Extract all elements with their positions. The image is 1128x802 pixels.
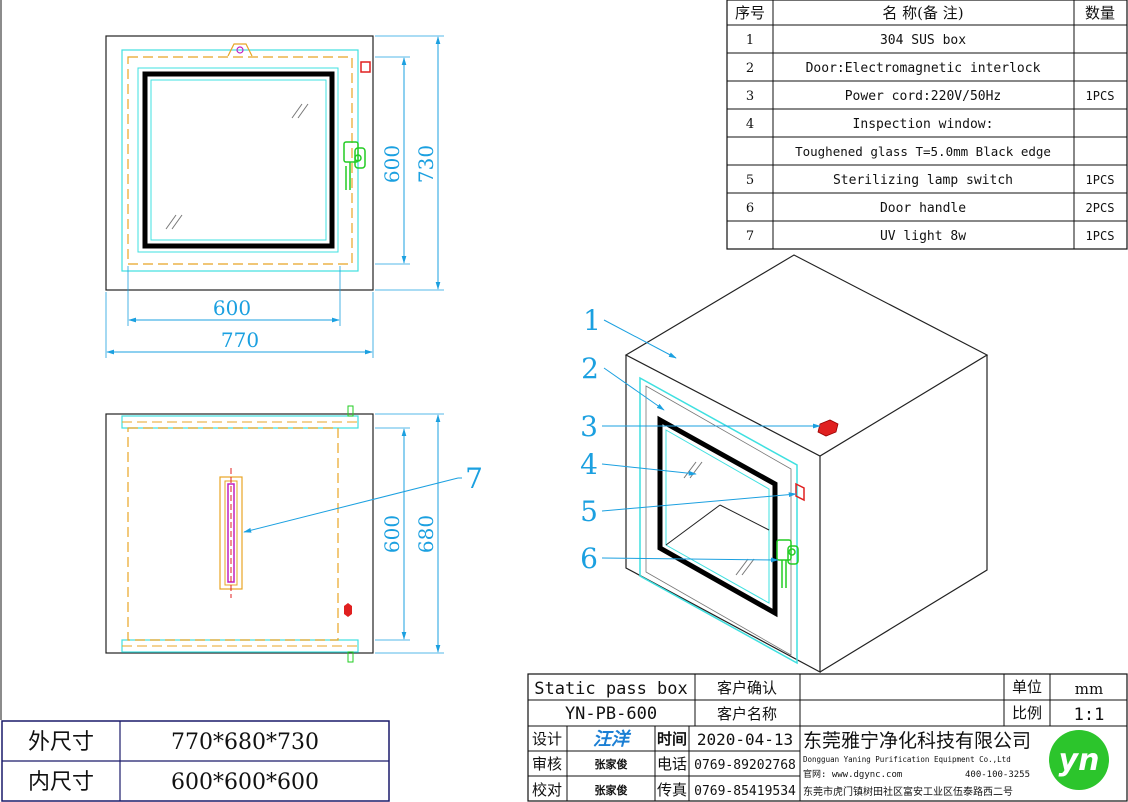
dim-front-outer-width: 770 bbox=[221, 328, 259, 352]
table-row-name: Toughened glass T=5.0mm Black edge bbox=[795, 144, 1051, 159]
outer-size-value: 770*680*730 bbox=[171, 730, 319, 755]
table-row-no: 1 bbox=[746, 33, 754, 48]
callout-7: 7 bbox=[465, 462, 483, 495]
fax-value: 0769-85419534 bbox=[694, 784, 796, 799]
front-view: 600 730 600 770 bbox=[105, 35, 444, 358]
review-signature: 张家俊 bbox=[595, 757, 628, 771]
company-name-cn: 东莞雅宁净化科技有限公司 bbox=[803, 730, 1031, 752]
title-block: Static pass box YN-PB-600 客户确认 客户名称 单位 m… bbox=[527, 673, 1128, 802]
isometric-view: 1 2 3 4 5 6 bbox=[580, 254, 989, 674]
callout-1: 1 bbox=[583, 304, 601, 337]
phone-value: 0769-89202768 bbox=[694, 758, 796, 773]
table-row-no: 3 bbox=[746, 89, 754, 104]
table-row-no: 2 bbox=[746, 61, 754, 76]
top-view: 600 680 7 bbox=[105, 405, 483, 663]
design-signature: 汪洋 bbox=[593, 729, 632, 750]
table-row-no: 6 bbox=[746, 201, 754, 216]
callout-4: 4 bbox=[580, 448, 598, 481]
uv-lamp-top bbox=[219, 468, 243, 598]
dim-front-inner-height: 600 bbox=[380, 145, 404, 183]
table-row-name: Power cord:220V/50Hz bbox=[845, 89, 1002, 104]
inner-size-label: 内尺寸 bbox=[28, 770, 94, 795]
table-row-qty: 1PCS bbox=[1086, 229, 1115, 243]
table-row-qty: 2PCS bbox=[1086, 201, 1115, 215]
switch-marker-iso bbox=[795, 482, 805, 502]
unit-label: 单位 bbox=[1012, 678, 1042, 696]
check-label: 校对 bbox=[532, 781, 562, 799]
inner-size-value: 600*600*600 bbox=[171, 770, 319, 795]
callout-3: 3 bbox=[580, 410, 598, 443]
size-table: 外尺寸 770*680*730 内尺寸 600*600*600 bbox=[1, 720, 390, 802]
table-row-name: Door handle bbox=[880, 201, 966, 216]
table-row-qty: 1PCS bbox=[1086, 173, 1115, 187]
dim-front-outer-height: 730 bbox=[414, 145, 438, 183]
design-label: 设计 bbox=[532, 730, 562, 748]
callout-6: 6 bbox=[580, 542, 598, 575]
table-row-name: Door:Electromagnetic interlock bbox=[806, 61, 1041, 76]
switch-marker-front bbox=[360, 61, 371, 73]
parts-table: 序号 名 称(备 注) 数量 1 304 SUS box 2 Door:Elec… bbox=[726, 0, 1128, 250]
door-handle-front bbox=[343, 141, 366, 190]
company-website: 官网: www.dgync.com bbox=[803, 768, 902, 780]
table-header-no: 序号 bbox=[735, 4, 765, 22]
table-header-name: 名 称(备 注) bbox=[882, 4, 963, 22]
model-number: YN-PB-600 bbox=[565, 704, 657, 724]
dim-top-outer: 680 bbox=[414, 515, 438, 553]
table-row-name: 304 SUS box bbox=[880, 33, 966, 48]
time-label: 时间 bbox=[657, 730, 687, 748]
fax-label: 传真 bbox=[657, 781, 687, 799]
check-signature: 张家俊 bbox=[595, 783, 628, 797]
table-row-name: Sterilizing lamp switch bbox=[833, 173, 1013, 188]
table-row-no: 5 bbox=[746, 173, 754, 188]
review-label: 审核 bbox=[532, 755, 562, 773]
company-hotline: 400-100-3255 bbox=[965, 770, 1030, 780]
callout-2: 2 bbox=[581, 352, 599, 385]
scale-label: 比例 bbox=[1012, 704, 1042, 722]
product-name: Static pass box bbox=[534, 679, 688, 699]
table-row-no: 4 bbox=[746, 117, 754, 132]
table-row-no: 7 bbox=[746, 229, 754, 244]
logo-text: yn bbox=[1059, 743, 1100, 778]
switch-marker-top bbox=[344, 603, 352, 617]
dim-top-inner: 600 bbox=[380, 515, 404, 553]
unit-value: mm bbox=[1075, 680, 1103, 698]
phone-label: 电话 bbox=[657, 755, 687, 773]
customer-confirm-label: 客户确认 bbox=[717, 679, 777, 697]
outer-size-label: 外尺寸 bbox=[28, 730, 94, 755]
power-cord-plug bbox=[817, 419, 839, 437]
table-row-name: UV light 8w bbox=[880, 229, 966, 244]
table-header-qty: 数量 bbox=[1085, 4, 1115, 22]
company-name-en: Dongguan Yaning Purification Equipment C… bbox=[803, 755, 1011, 764]
scale-value: 1:1 bbox=[1074, 705, 1105, 725]
door-handle-iso bbox=[776, 539, 799, 588]
company-address: 东莞市虎门镇树田社区富安工业区伍泰路西二号 bbox=[803, 785, 1013, 798]
table-row-name: Inspection window: bbox=[853, 117, 994, 132]
company-logo: yn bbox=[1049, 730, 1109, 790]
callout-5: 5 bbox=[580, 495, 598, 528]
table-row-qty: 1PCS bbox=[1086, 89, 1115, 103]
dim-front-inner-width: 600 bbox=[213, 296, 251, 320]
date-value: 2020-04-13 bbox=[697, 730, 793, 749]
customer-name-label: 客户名称 bbox=[717, 705, 777, 723]
